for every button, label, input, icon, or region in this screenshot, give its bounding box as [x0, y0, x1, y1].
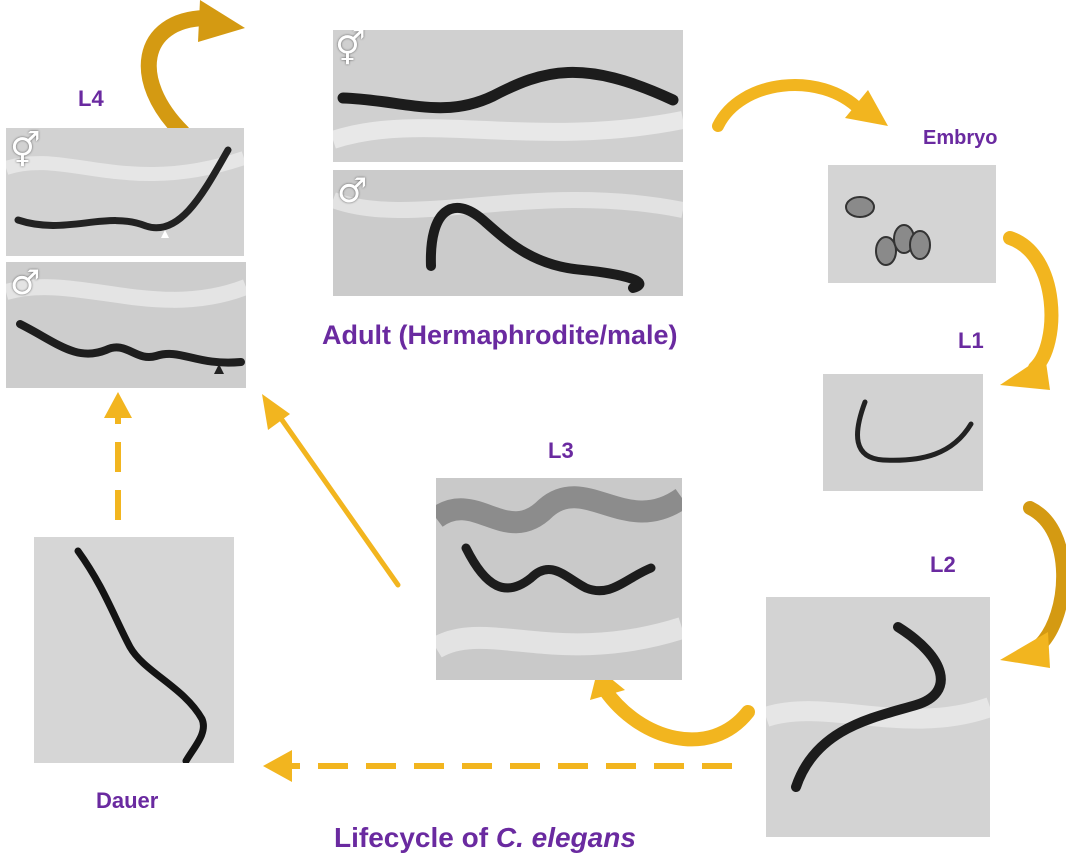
embryo-image	[828, 165, 996, 283]
dauer-image	[34, 537, 234, 763]
label-l4: L4	[78, 86, 104, 112]
arrow-embryo-to-l1	[1000, 238, 1051, 390]
l3-image	[436, 478, 682, 680]
label-l2: L2	[930, 552, 956, 578]
hermaphrodite-symbol: ⚥	[335, 32, 366, 66]
l4-male-image: ♂	[6, 262, 246, 388]
l1-image	[823, 374, 983, 491]
label-adult: Adult (Hermaphrodite/male)	[322, 320, 678, 351]
arrow-l4-to-adult	[149, 0, 245, 132]
arrow-dauer-to-l4	[104, 392, 132, 520]
male-symbol: ♂	[10, 266, 40, 300]
hermaphrodite-symbol: ⚥	[10, 134, 41, 168]
label-l3: L3	[548, 438, 574, 464]
male-symbol: ♂	[337, 174, 367, 208]
arrow-l3-to-l4	[262, 394, 398, 585]
l2-image	[766, 597, 990, 837]
label-embryo: Embryo	[923, 127, 997, 150]
adult-hermaphrodite-image: ⚥	[333, 30, 683, 162]
figure-caption: Lifecycle of C. elegans	[334, 822, 636, 854]
l4-hermaphrodite-image: ⚥	[6, 128, 244, 256]
arrow-l1-to-l2	[1000, 508, 1063, 668]
caption-prefix: Lifecycle of	[334, 822, 496, 853]
adult-male-image: ♂	[333, 170, 683, 296]
arrow-adult-to-embryo	[718, 85, 888, 126]
label-l1: L1	[958, 328, 984, 354]
caption-species: C. elegans	[496, 822, 636, 853]
label-dauer: Dauer	[96, 788, 158, 814]
arrow-l2-to-dauer	[263, 750, 732, 782]
